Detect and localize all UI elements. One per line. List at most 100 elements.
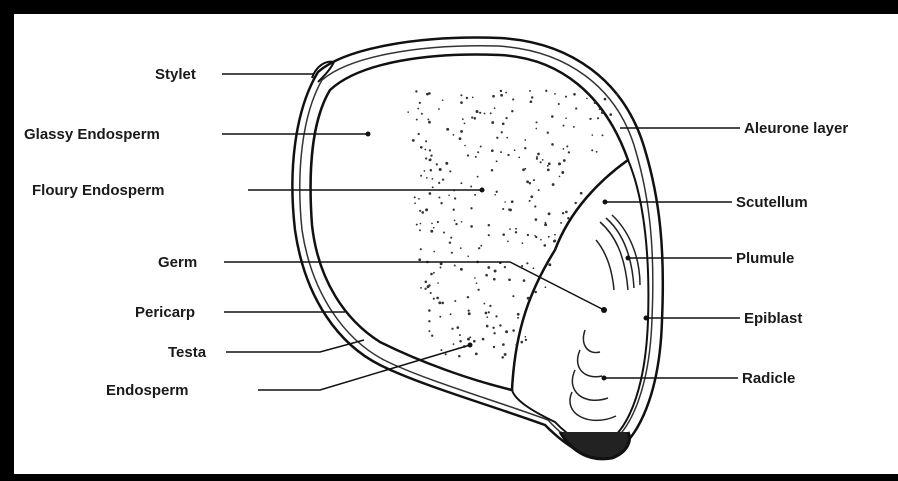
stipple-dot bbox=[428, 309, 431, 312]
stipple-dot bbox=[496, 137, 498, 139]
stipple-dot bbox=[470, 186, 472, 188]
stipple-dot bbox=[425, 157, 427, 159]
stipple-dot bbox=[565, 96, 567, 98]
stipple-dot bbox=[524, 168, 526, 170]
stipple-dot bbox=[538, 189, 540, 191]
stipple-dot bbox=[430, 273, 433, 276]
stipple-dot bbox=[469, 336, 471, 338]
stipple-dot bbox=[448, 194, 450, 196]
stipple-dot bbox=[464, 145, 466, 147]
stipple-dot bbox=[419, 102, 421, 104]
stipple-dot bbox=[493, 332, 495, 334]
stipple-dot bbox=[592, 134, 594, 136]
stipple-dot bbox=[429, 192, 432, 195]
stipple-dot bbox=[525, 336, 527, 338]
stipple-dot bbox=[518, 157, 520, 159]
stipple-dot bbox=[425, 140, 427, 142]
stipple-dot bbox=[511, 200, 514, 203]
label-glassy-endosperm: Glassy Endosperm bbox=[24, 126, 160, 143]
label-epiblast: Epiblast bbox=[744, 310, 802, 327]
stipple-dot bbox=[439, 316, 441, 318]
stipple-dot bbox=[545, 222, 547, 224]
stipple-dot bbox=[442, 178, 444, 180]
stipple-dot bbox=[505, 330, 508, 333]
stipple-dot bbox=[436, 163, 438, 165]
stipple-dot bbox=[487, 266, 490, 269]
label-floury-endosperm: Floury Endosperm bbox=[32, 182, 165, 199]
stipple-dot bbox=[420, 248, 422, 250]
stipple-dot bbox=[426, 93, 429, 96]
stipple-dot bbox=[443, 231, 445, 233]
dot-epiblast bbox=[644, 316, 649, 321]
stipple-dot bbox=[438, 108, 440, 110]
stipple-dot bbox=[517, 317, 519, 319]
stipple-dot bbox=[531, 96, 533, 98]
stipple-dot bbox=[425, 208, 428, 211]
stipple-dot bbox=[535, 128, 537, 130]
stipple-dot bbox=[424, 149, 426, 151]
stipple-dot bbox=[589, 118, 591, 120]
leader-testa bbox=[226, 340, 364, 352]
dot-floury bbox=[480, 188, 485, 193]
stipple-dot bbox=[561, 171, 564, 174]
label-scutellum: Scutellum bbox=[736, 194, 808, 211]
stipple-dot bbox=[504, 353, 507, 356]
stipple-dot bbox=[530, 195, 533, 198]
stipple-dot bbox=[505, 117, 507, 119]
stipple-dot bbox=[526, 262, 528, 264]
stipple-dot bbox=[562, 212, 564, 214]
stipple-dot bbox=[507, 241, 509, 243]
stipple-dot bbox=[449, 170, 451, 172]
stipple-dot bbox=[548, 162, 551, 165]
label-endosperm: Endosperm bbox=[106, 382, 189, 399]
stipple-dot bbox=[542, 159, 544, 161]
stipple-dot bbox=[522, 242, 524, 244]
stipple-dot bbox=[504, 201, 506, 203]
stipple-dot bbox=[459, 334, 461, 336]
stipple-dot bbox=[548, 236, 550, 238]
stipple-dot bbox=[545, 90, 547, 92]
stipple-dot bbox=[540, 239, 542, 241]
seed-diagram: Stylet Glassy Endosperm Floury Endosperm… bbox=[14, 14, 898, 474]
stipple-dot bbox=[591, 149, 593, 151]
stipple-dot bbox=[597, 117, 599, 119]
stipple-dot bbox=[512, 329, 515, 332]
stipple-dot bbox=[547, 165, 549, 167]
stipple-dot bbox=[453, 134, 455, 136]
stipple-dot bbox=[565, 211, 568, 214]
stipple-dot bbox=[420, 287, 422, 289]
stipple-dot bbox=[558, 162, 561, 165]
stipple-dot bbox=[551, 143, 554, 146]
stipple-dot bbox=[416, 224, 418, 226]
stipple-dot bbox=[430, 292, 432, 294]
stipple-dot bbox=[509, 228, 511, 230]
stipple-dot bbox=[460, 101, 463, 104]
stipple-dot bbox=[494, 194, 496, 196]
stipple-dot bbox=[524, 139, 526, 141]
stipple-dot bbox=[428, 320, 430, 322]
stipple-dot bbox=[441, 302, 444, 305]
stipple-dot bbox=[575, 202, 577, 204]
stipple-dot bbox=[484, 113, 486, 115]
stipple-dot bbox=[524, 147, 526, 149]
stipple-dot bbox=[580, 192, 583, 195]
pericarp-outline bbox=[292, 38, 662, 457]
stipple-dot bbox=[457, 326, 460, 329]
stipple-dot bbox=[445, 353, 447, 355]
tip-cap bbox=[560, 432, 629, 459]
stipple-dot bbox=[525, 339, 527, 341]
stipple-dot bbox=[575, 107, 577, 109]
stipple-dot bbox=[616, 93, 618, 95]
stipple-dot bbox=[480, 146, 482, 148]
stipple-dot bbox=[419, 210, 421, 212]
stipple-dot bbox=[511, 110, 513, 112]
stipple-dot bbox=[424, 288, 426, 290]
stipple-dot bbox=[412, 139, 415, 142]
stipple-dot bbox=[536, 158, 538, 160]
stipple-dot bbox=[496, 191, 498, 193]
stipple-dot bbox=[480, 245, 482, 247]
stipple-dot bbox=[438, 301, 441, 304]
stipple-dot bbox=[470, 207, 472, 209]
stipple-dot bbox=[496, 160, 498, 162]
stipple-dot bbox=[494, 107, 496, 109]
